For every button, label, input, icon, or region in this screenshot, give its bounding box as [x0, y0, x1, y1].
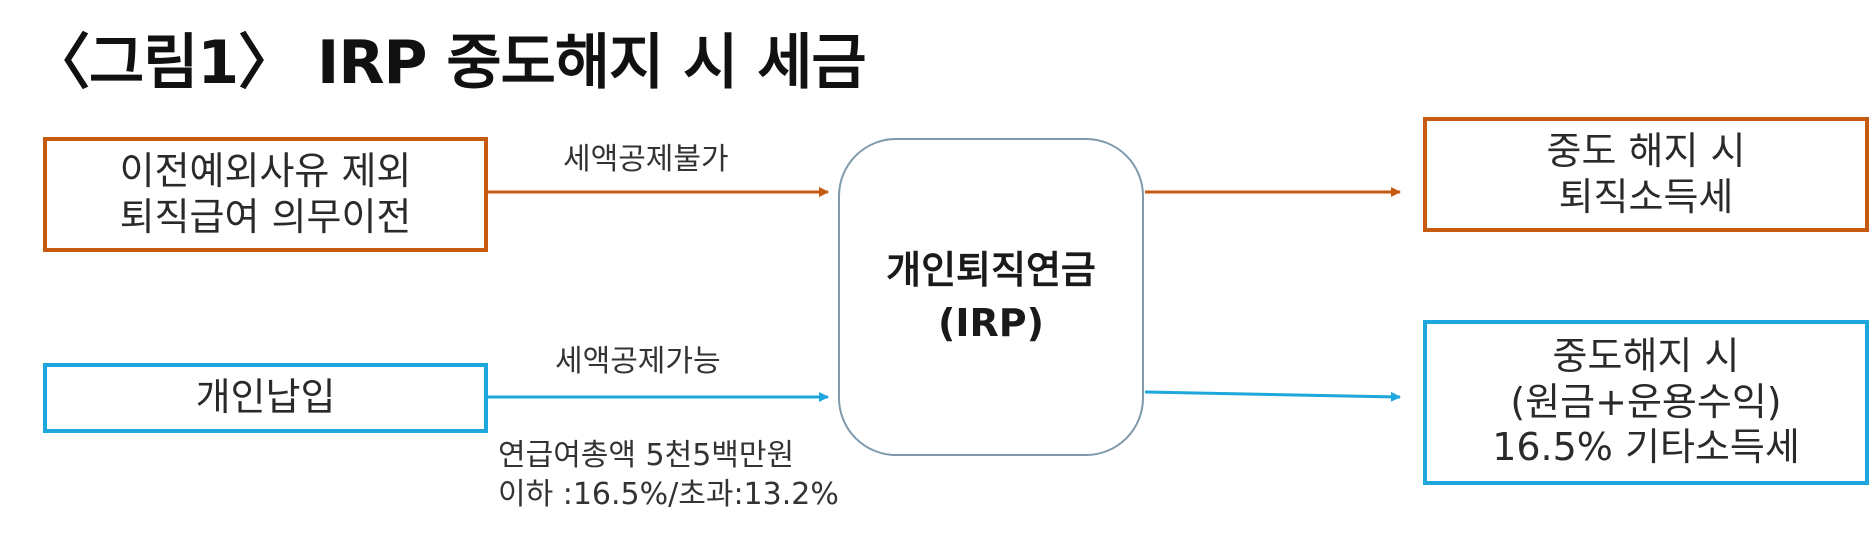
- box-right-top-line1: 중도 해지 시: [1546, 128, 1746, 173]
- box-right-bottom-line2: (원금+운용수익): [1510, 379, 1782, 424]
- box-right-bottom-line1: 중도해지 시: [1552, 334, 1740, 379]
- center-node-line1: 개인퇴직연금: [886, 247, 1096, 292]
- tax-credit-rate-note-line1: 연급여총액 5천5백만원: [498, 438, 795, 473]
- box-right-top-line2: 퇴직소득세: [1558, 174, 1734, 219]
- tax-credit-rate-note: 연급여총액 5천5백만원 이하 :16.5%/초과:13.2%: [498, 436, 839, 514]
- box-left-top-line2: 퇴직급여 의무이전: [119, 194, 412, 239]
- edge-label-no-tax-credit: 세액공제불가: [563, 142, 729, 177]
- center-node-irp: 개인퇴직연금 (IRP): [838, 138, 1144, 456]
- box-left-top-line1: 이전예외사유 제외: [119, 148, 412, 193]
- box-right-bottom-line3: 16.5% 기타소득세: [1492, 425, 1800, 470]
- box-left-top: 이전예외사유 제외 퇴직급여 의무이전: [43, 137, 488, 252]
- edge-label-tax-credit-available: 세액공제가능: [555, 344, 721, 379]
- box-left-bottom-line1: 개인납입: [195, 375, 336, 420]
- arrow-center-to-right-bottom: [1144, 390, 1401, 402]
- figure-title: 〈그림1〉 IRP 중도해지 시 세금: [30, 28, 867, 98]
- tax-credit-rate-note-line2: 이하 :16.5%/초과:13.2%: [498, 477, 839, 512]
- box-right-bottom: 중도해지 시 (원금+운용수익) 16.5% 기타소득세: [1423, 320, 1869, 485]
- box-right-top: 중도 해지 시 퇴직소득세: [1423, 117, 1869, 232]
- box-left-bottom: 개인납입: [43, 363, 488, 433]
- center-node-line2: (IRP): [938, 301, 1044, 345]
